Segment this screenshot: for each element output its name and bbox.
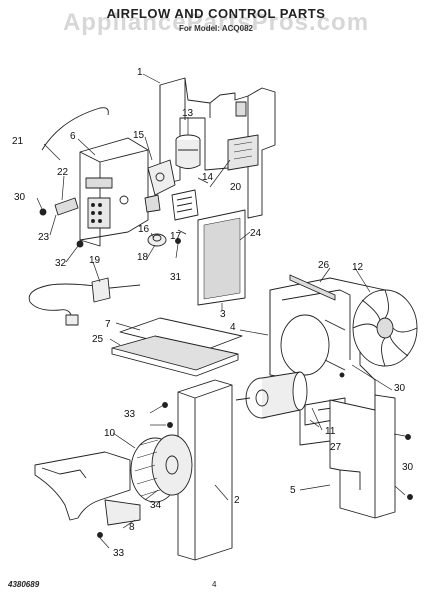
model-subtitle: For Model: ACQ082 — [179, 24, 253, 33]
callout-5: 5 — [290, 485, 296, 496]
callout-24: 24 — [250, 228, 262, 239]
callout-15: 15 — [133, 130, 145, 141]
screw-icon — [39, 208, 413, 538]
callout-33-upper: 33 — [124, 409, 136, 420]
callout-19: 19 — [89, 255, 101, 266]
sensor-wire-part — [41, 107, 109, 216]
rail-part — [289, 274, 336, 301]
side-panel-part — [329, 394, 396, 519]
callout-30-left: 30 — [14, 192, 26, 203]
callout-25: 25 — [92, 334, 104, 345]
callout-18: 18 — [137, 252, 149, 263]
callout-10: 10 — [104, 428, 116, 439]
callout-4: 4 — [230, 322, 236, 333]
part-number-code: 4380689 — [8, 580, 40, 589]
label-panel-part — [227, 134, 259, 171]
page-number: 4 — [212, 580, 217, 589]
callout-33-lower: 33 — [113, 548, 125, 559]
relay-part — [171, 189, 199, 221]
leader-lines — [36, 73, 406, 549]
callout-23: 23 — [38, 232, 50, 243]
callout-11: 11 — [325, 426, 336, 437]
blower-scroll-part — [34, 451, 141, 526]
callout-2: 2 — [234, 495, 240, 506]
callout-13: 13 — [182, 108, 194, 119]
callout-32: 32 — [55, 258, 67, 269]
callout-20: 20 — [230, 182, 242, 193]
callout-6: 6 — [70, 131, 76, 142]
callout-labels: 1 2 3 4 5 6 7 8 10 11 12 13 14 15 16 17 … — [12, 67, 414, 559]
callout-30-right-upper: 30 — [394, 383, 406, 394]
callout-16: 16 — [138, 224, 150, 235]
scroll-panel-part — [177, 379, 233, 561]
callout-14: 14 — [202, 172, 214, 183]
callout-21: 21 — [12, 136, 24, 147]
knob-part — [147, 233, 167, 247]
callout-22: 22 — [57, 167, 69, 178]
callout-17: 17 — [170, 231, 182, 242]
page-title: AIRFLOW AND CONTROL PARTS — [106, 6, 326, 21]
condenser-fan-part — [352, 289, 418, 367]
blower-wheel-part — [130, 434, 193, 503]
power-cord-part — [28, 277, 141, 326]
callout-30-right-lower: 30 — [402, 462, 414, 473]
fan-motor-part — [235, 371, 308, 419]
callout-3: 3 — [220, 309, 226, 320]
callout-8: 8 — [129, 522, 135, 533]
callout-12: 12 — [352, 262, 364, 273]
switch-assembly-part — [144, 159, 176, 213]
filter-pad-part — [111, 317, 243, 377]
callout-7: 7 — [105, 319, 111, 330]
callout-27: 27 — [330, 442, 342, 453]
control-box-part — [79, 137, 149, 247]
callout-26: 26 — [318, 260, 330, 271]
callout-1: 1 — [137, 67, 143, 78]
filter-grille-part — [197, 209, 246, 306]
callout-34: 34 — [150, 500, 162, 511]
callout-31: 31 — [170, 272, 182, 283]
capacitor-part — [175, 134, 201, 169]
